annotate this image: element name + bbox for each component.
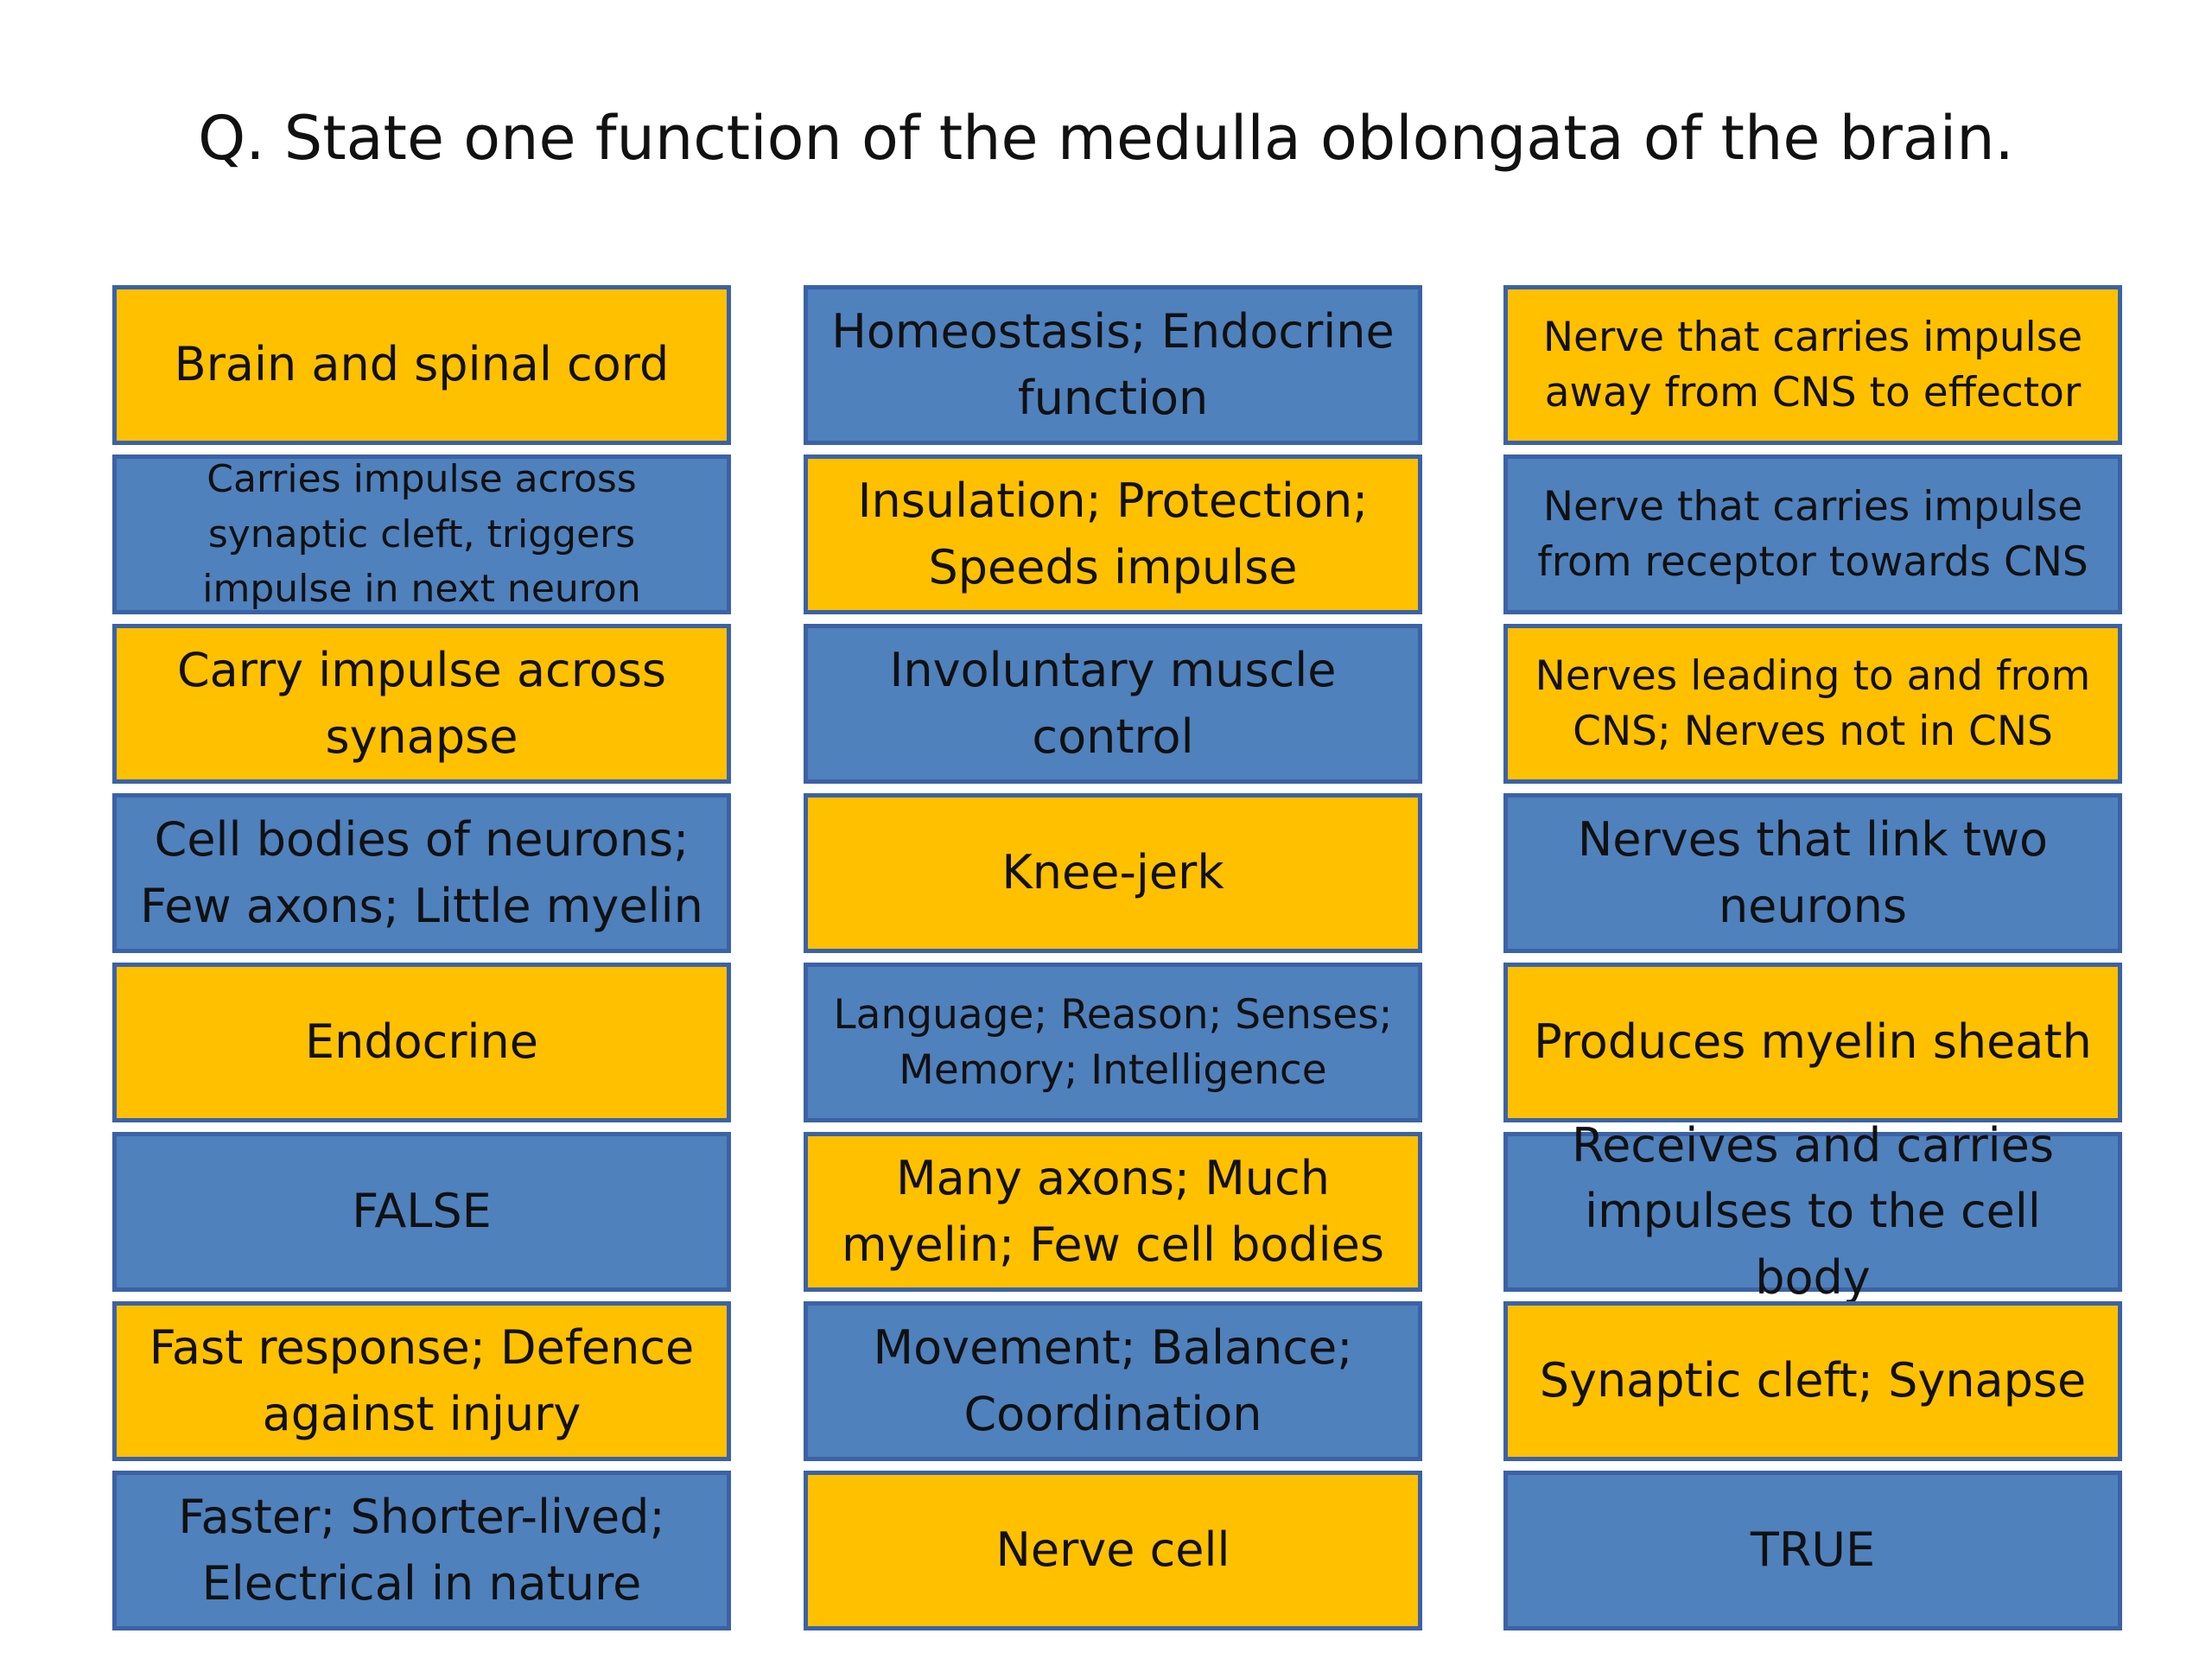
answer-card-text: Nerve cell <box>995 1522 1230 1578</box>
answer-card[interactable]: Brain and spinal cord <box>112 285 731 445</box>
answer-card-text: Carry impulse across synapse <box>176 642 667 764</box>
answer-card[interactable]: Nerve cell <box>804 1471 1422 1630</box>
answer-card-text: Nerve that carries impulse away from CNS… <box>1542 313 2083 416</box>
answer-card[interactable]: Fast response; Defence against injury <box>112 1301 731 1461</box>
answer-card[interactable]: Faster; Shorter-lived; Electrical in nat… <box>112 1471 731 1630</box>
answer-card[interactable]: Carries impulse across synaptic cleft, t… <box>112 454 731 614</box>
answer-card-text: TRUE <box>1750 1522 1876 1578</box>
answer-card[interactable]: Homeostasis; Endocrine function <box>804 285 1422 445</box>
answer-column-2: Homeostasis; Endocrine function Insulati… <box>804 285 1422 1630</box>
answer-card[interactable]: Carry impulse across synapse <box>112 624 731 784</box>
question-title: Q. State one function of the medulla obl… <box>198 103 2014 174</box>
answer-card-text: Faster; Shorter-lived; Electrical in nat… <box>178 1489 665 1611</box>
answer-card[interactable]: TRUE <box>1503 1471 2122 1630</box>
answer-card-text: Produces myelin sheath <box>1534 1014 2092 1070</box>
answer-card[interactable]: Nerve that carries impulse from receptor… <box>1503 454 2122 614</box>
answer-card[interactable]: FALSE <box>112 1132 731 1292</box>
answer-card-text: Insulation; Protection; Speeds impulse <box>857 473 1369 594</box>
answer-card-text: Movement; Balance; Coordination <box>873 1319 1353 1441</box>
answer-card-text: Receives and carries impulses to the cel… <box>1571 1117 2055 1305</box>
answer-card[interactable]: Cell bodies of neurons; Few axons; Littl… <box>112 793 731 953</box>
answer-card-text: Cell bodies of neurons; Few axons; Littl… <box>140 811 703 933</box>
answer-card-text: Carries impulse across synaptic cleft, t… <box>202 457 641 612</box>
answer-card[interactable]: Nerves that link two neurons <box>1503 793 2122 953</box>
answer-card-text: Endocrine <box>305 1014 538 1070</box>
answer-card[interactable]: Nerves leading to and from CNS; Nerves n… <box>1503 624 2122 784</box>
answer-card[interactable]: Synaptic cleft; Synapse <box>1503 1301 2122 1461</box>
answer-card-text: Fast response; Defence against injury <box>149 1319 695 1441</box>
answer-card-text: Nerves leading to and from CNS; Nerves n… <box>1535 652 2091 755</box>
answer-card[interactable]: Many axons; Much myelin; Few cell bodies <box>804 1132 1422 1292</box>
answer-card-text: Nerve that carries impulse from receptor… <box>1537 482 2088 586</box>
answer-card-text: Nerves that link two neurons <box>1577 811 2049 933</box>
answer-card[interactable]: Involuntary muscle control <box>804 624 1422 784</box>
answer-card-text: Involuntary muscle control <box>889 642 1337 764</box>
answer-card-text: Language; Reason; Senses; Memory; Intell… <box>833 990 1393 1094</box>
answer-card[interactable]: Endocrine <box>112 963 731 1122</box>
answer-card[interactable]: Language; Reason; Senses; Memory; Intell… <box>804 963 1422 1122</box>
answer-card[interactable]: Receives and carries impulses to the cel… <box>1503 1118 2122 1305</box>
answer-card-text: Many axons; Much myelin; Few cell bodies <box>841 1150 1385 1272</box>
answer-card-text: Homeostasis; Endocrine function <box>831 303 1395 425</box>
answer-card[interactable]: Knee-jerk <box>804 793 1422 953</box>
answer-card-text: Synaptic cleft; Synapse <box>1539 1353 2087 1408</box>
answer-card[interactable]: Insulation; Protection; Speeds impulse <box>804 454 1422 614</box>
answer-card-text: Knee-jerk <box>1001 845 1224 900</box>
answer-card[interactable]: Produces myelin sheath <box>1503 963 2122 1122</box>
answer-column-3: Nerve that carries impulse away from CNS… <box>1503 285 2122 1630</box>
answer-card[interactable]: Nerve that carries impulse away from CNS… <box>1503 285 2122 445</box>
answer-card-text: Brain and spinal cord <box>174 337 670 392</box>
answer-column-1: Brain and spinal cord Carries impulse ac… <box>112 285 731 1630</box>
answer-card-text: FALSE <box>352 1184 492 1239</box>
answer-card[interactable]: Movement; Balance; Coordination <box>804 1301 1422 1461</box>
